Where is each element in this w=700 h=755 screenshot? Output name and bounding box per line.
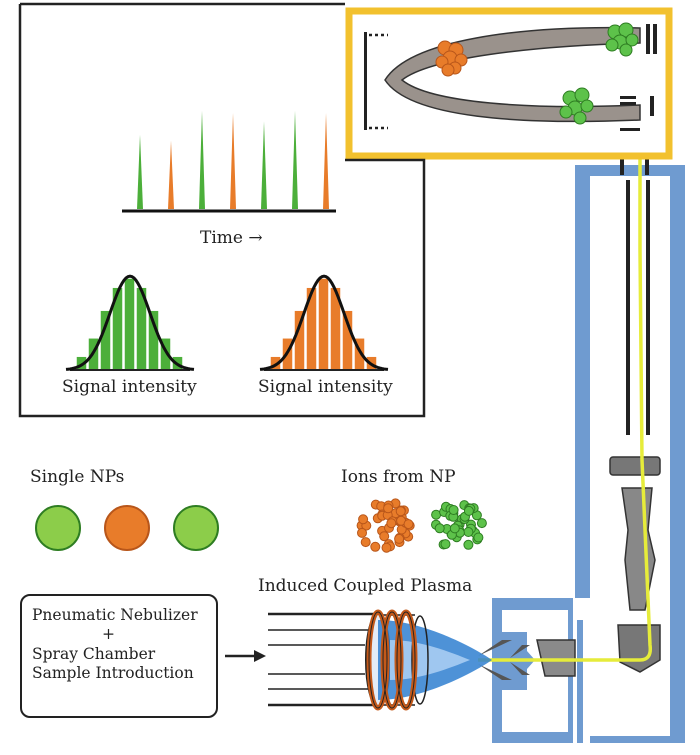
histogram-bar-orange [317,277,330,371]
ions-from-np-label: Ions from NP [341,467,456,487]
gaussian-curve [259,274,389,371]
nebulizer-line-3: Spray Chamber [32,644,156,663]
signal-spikes [137,110,329,209]
ion-orange [383,503,394,514]
ion-orange [403,519,414,530]
single-nps-row [35,505,219,551]
ion-orange [386,518,397,529]
nebulizer-line-1: Pneumatic Nebulizer [32,606,198,624]
nebulizer-text: Pneumatic Nebulizer + Spray Chamber Samp… [32,606,198,684]
ion-green [449,523,460,534]
ion-green [434,523,445,534]
signal-inset-panel [18,2,426,418]
signal-spike-orange [323,113,329,209]
single-nps-label: Single NPs [30,467,125,487]
nebulizer-box: Pneumatic Nebulizer + Spray Chamber Samp… [20,594,218,718]
ion-orange [379,531,390,542]
ion-green [463,539,474,550]
ion-orange [358,514,369,525]
signal-spike-green [261,121,267,209]
ion-cluster-green-analyzer-top [605,22,639,57]
ion-orange [394,533,405,544]
ion-green [463,505,474,516]
ions-from-np-orange [356,498,415,553]
histogram-bar-green [123,277,136,371]
mass-analyzer-frame [345,7,673,160]
ions-from-np-green [431,500,487,550]
signal-spike-orange [230,113,236,209]
single-np-green [35,505,81,551]
signal-spike-green [137,134,143,209]
signal-spike-green [292,110,298,209]
ion-optics-rods [620,155,650,435]
ion-orange [357,527,367,538]
ion-orange [360,537,371,548]
icp-torch [268,609,492,711]
signal-spike-orange [168,140,174,209]
single-np-orange [104,505,150,551]
ion-orange [381,542,392,553]
ion-orange [395,506,406,517]
ion-green [440,539,451,550]
ion-cluster-green-analyzer-bottom [559,87,594,125]
green-histogram-label: Signal intensity [62,377,197,397]
time-axis-label: Time → [200,228,263,248]
ion-green [476,518,487,529]
ion-green [463,527,474,537]
signal-spike-green [199,110,205,209]
orange-histogram-label: Signal intensity [258,377,393,397]
ion-green [473,532,484,543]
ion-beam [478,105,653,662]
gaussian-curve [65,274,195,371]
ion-orange [370,541,381,552]
icp-label: Induced Coupled Plasma [258,576,473,596]
nebulizer-line-2: + [102,625,115,644]
histogram-green [65,274,195,371]
flow-arrow [225,650,266,662]
histogram-orange [259,274,389,371]
single-np-green [173,505,219,551]
ion-green [448,505,459,515]
ion-lens-assembly [536,456,661,677]
ion-cluster-orange-analyzer [435,40,468,77]
nebulizer-line-4: Sample Introduction [32,664,194,683]
